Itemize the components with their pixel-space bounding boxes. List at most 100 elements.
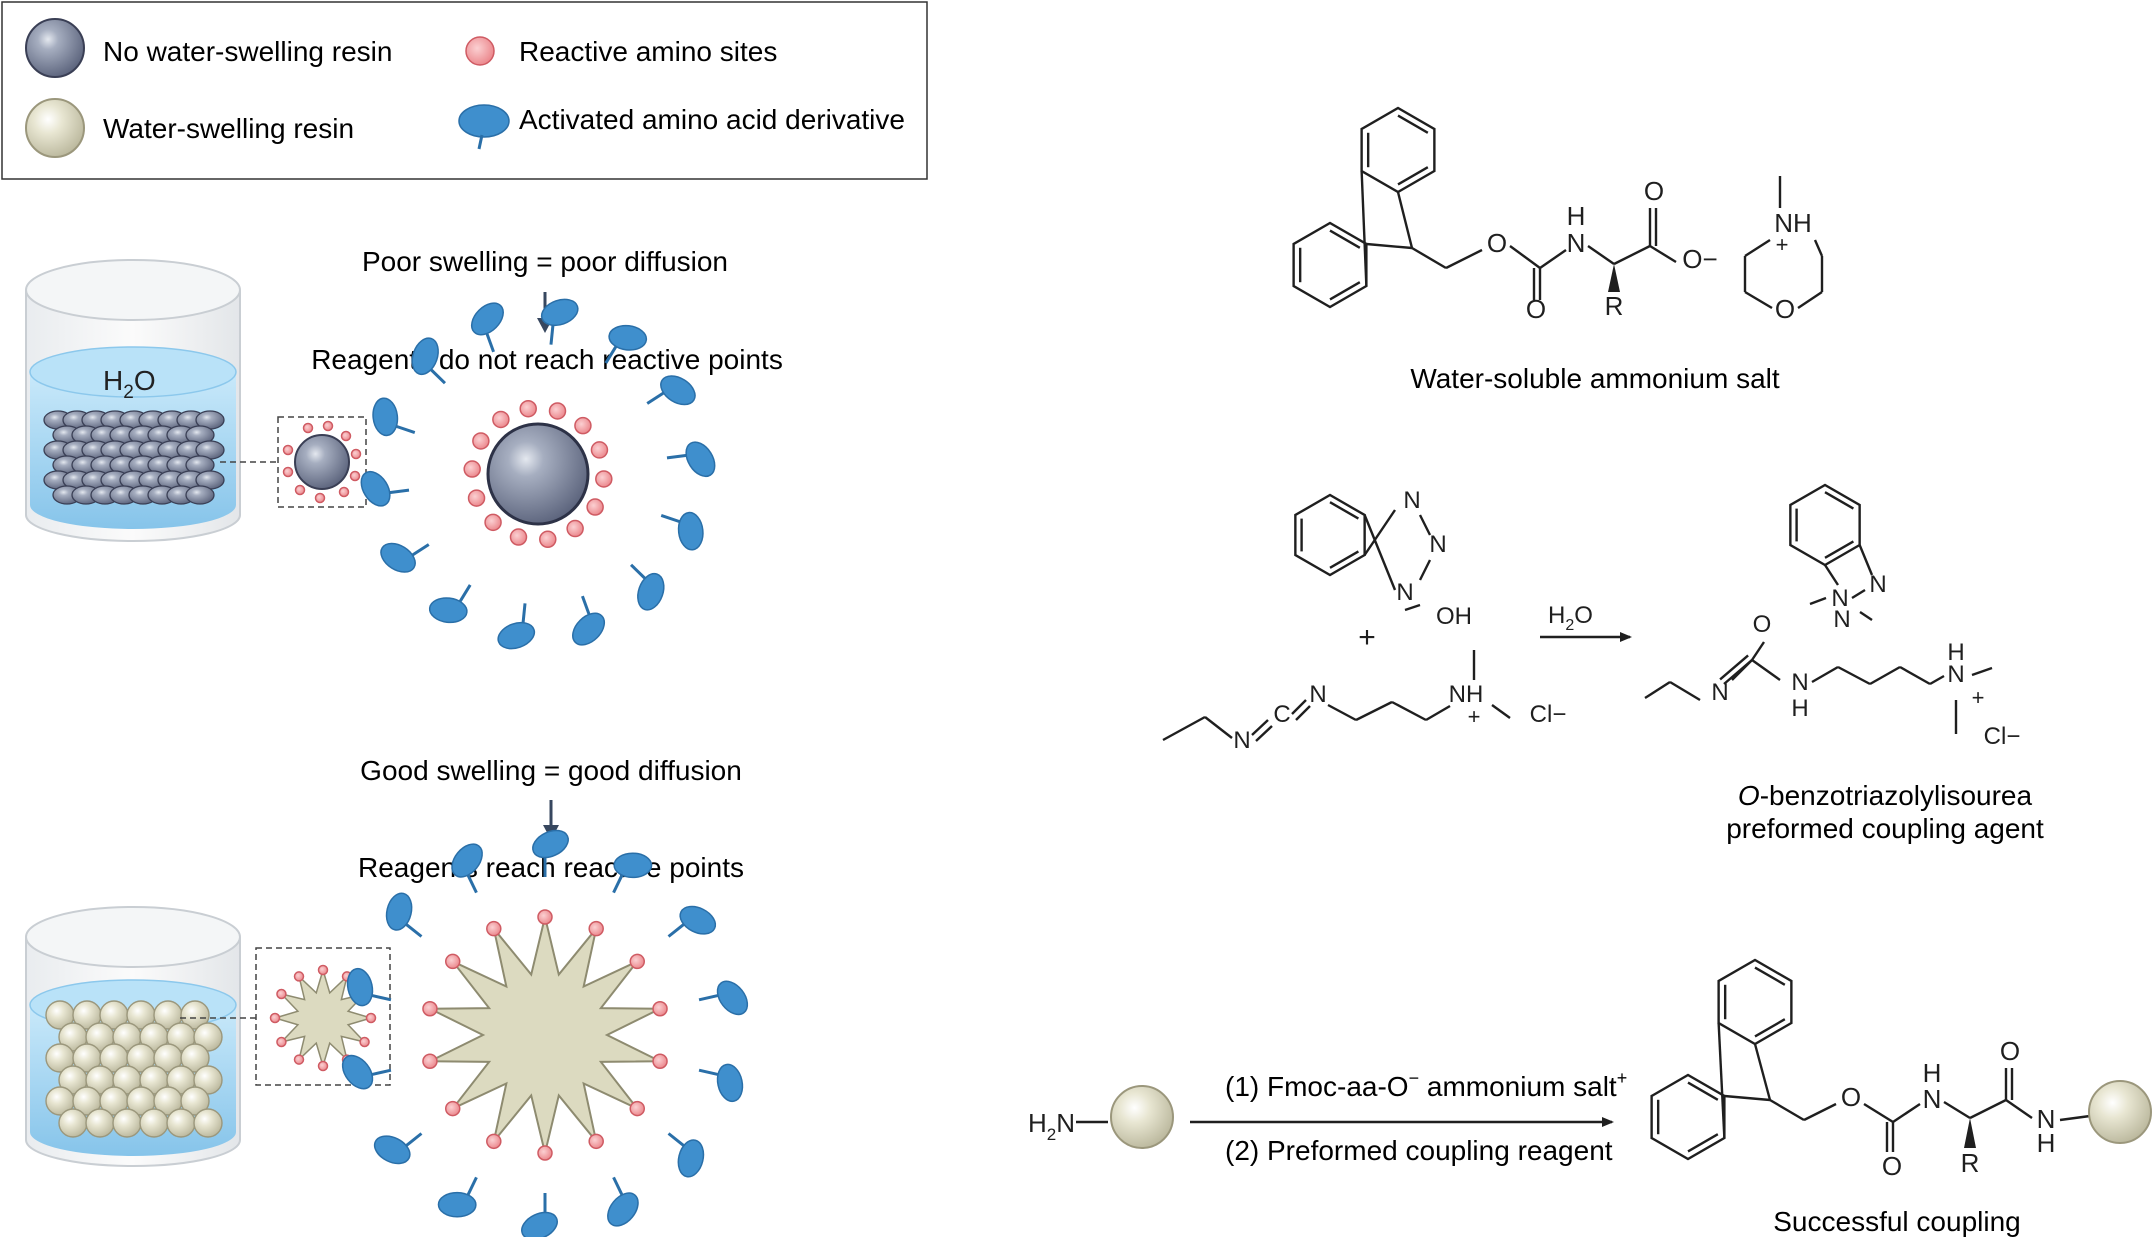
bond xyxy=(1751,641,1765,661)
amino-site xyxy=(422,1000,438,1017)
bond xyxy=(1329,281,1361,301)
atom-label: H xyxy=(1923,1058,1942,1088)
activated-amino-acid-icon xyxy=(612,852,653,894)
amino-site xyxy=(293,971,305,982)
poor-title: Poor swelling = poor diffusion xyxy=(362,246,728,277)
activated-amino-acid-icon xyxy=(380,542,430,573)
coupling-caption-line2: preformed coupling agent xyxy=(1726,813,2044,844)
bond xyxy=(1360,170,1368,287)
reactant-resin-bead xyxy=(1110,1085,1174,1149)
zoom-dark-bead xyxy=(294,434,350,490)
bond xyxy=(1404,603,1421,612)
atom-label: H xyxy=(1947,639,1964,666)
amino-site xyxy=(652,1053,668,1070)
amino-site xyxy=(509,528,528,546)
ring xyxy=(1717,958,1793,1046)
good-big-star xyxy=(341,829,749,1237)
light-resin-bead xyxy=(193,1022,223,1052)
poor-zoom-bead xyxy=(282,420,362,504)
poor-beaker: H2O xyxy=(25,259,241,542)
stereo-wedge xyxy=(1964,1118,1976,1148)
poor-big-bead xyxy=(360,298,716,650)
amino-site xyxy=(282,444,294,456)
bond xyxy=(1418,514,1432,536)
activated-amino-acid-icon xyxy=(341,1054,392,1090)
amino-site xyxy=(486,920,502,937)
bond xyxy=(1366,242,1413,250)
amino-site xyxy=(276,1036,287,1048)
activated-amino-acid-icon xyxy=(660,511,704,551)
coupling-step1: (1) Fmoc-aa-O− ammonium salt+ xyxy=(1225,1068,1627,1102)
ring xyxy=(1789,483,1861,567)
atom-label: N xyxy=(1833,606,1850,633)
atom-label: OH xyxy=(1436,603,1472,630)
amino-site xyxy=(302,422,314,434)
amino-site xyxy=(276,988,287,1000)
legend-no-swell-label: No water-swelling resin xyxy=(103,36,392,67)
bond xyxy=(1753,1043,1772,1101)
ring xyxy=(1650,1073,1726,1161)
bond xyxy=(1824,491,1855,510)
bond xyxy=(1445,248,1483,270)
atom-label: N xyxy=(1711,679,1728,706)
product-resin-bead xyxy=(2088,1080,2152,1144)
salt-caption: Water-soluble ammonium salt xyxy=(1410,363,1780,394)
atom-label: Cl− xyxy=(1530,701,1567,728)
amine-label: H2N xyxy=(1028,1108,1075,1144)
good-beaker xyxy=(25,906,241,1167)
amino-site xyxy=(492,410,510,429)
atom-label: Cl− xyxy=(1984,723,2021,750)
amino-site xyxy=(574,416,592,435)
bond xyxy=(1644,680,1671,700)
legend: No water-swelling resin Water-swelling r… xyxy=(1,1,928,180)
atom-label: + xyxy=(1358,621,1376,654)
legend-amino-site-icon xyxy=(465,36,495,66)
bond xyxy=(1327,703,1357,722)
bond xyxy=(1892,1103,1921,1123)
bond xyxy=(1744,238,1771,258)
legend-activated-icon xyxy=(458,104,510,150)
amino-site xyxy=(322,420,334,432)
amino-site xyxy=(629,953,646,970)
amino-site xyxy=(566,519,584,538)
bond xyxy=(1823,564,1840,586)
stereo-wedge xyxy=(1608,264,1620,292)
ring xyxy=(1294,493,1366,577)
amino-site xyxy=(294,484,306,496)
atom-label: N xyxy=(1429,531,1446,558)
amino-site xyxy=(588,1133,604,1150)
atom-label: N xyxy=(1233,727,1250,754)
legend-amino-label: Reactive amino sites xyxy=(519,36,777,67)
bond xyxy=(1355,700,1393,722)
bond xyxy=(1329,229,1361,249)
amino-site xyxy=(652,1000,668,1017)
bond xyxy=(1491,704,1511,719)
bond xyxy=(1929,674,1945,686)
activated-amino-acid-icon xyxy=(411,337,447,385)
amino-site xyxy=(444,953,461,970)
atom-label: O xyxy=(1644,176,1664,206)
legend-light-resin-icon xyxy=(25,98,85,158)
poor-subtitle: Reagents do not reach reactive points xyxy=(311,344,783,375)
arrow-water-label: H2O xyxy=(1548,602,1593,634)
bond xyxy=(1813,239,1824,257)
bond xyxy=(1649,244,1677,264)
activated-amino-acid-icon xyxy=(437,1176,478,1218)
amino-site xyxy=(484,513,502,532)
bond xyxy=(1969,1098,2007,1120)
activated-amino-acid-icon xyxy=(385,892,423,938)
amino-site xyxy=(338,486,350,498)
amino-site xyxy=(314,492,326,504)
bond xyxy=(1769,1098,1805,1122)
atom-label: + xyxy=(1972,685,1985,710)
good-zoom-box xyxy=(255,947,391,1086)
atom-label: N xyxy=(1791,669,1808,696)
bond xyxy=(1851,588,1866,600)
coupling-caption-line1: O-benzotriazolylisourea xyxy=(1738,780,2033,811)
legend-swell-label: Water-swelling resin xyxy=(103,113,354,144)
atom-label: H xyxy=(1567,201,1586,231)
bond xyxy=(1869,665,1901,686)
atom-label: O xyxy=(1753,611,1772,638)
activated-amino-acid-icon xyxy=(373,1132,423,1165)
